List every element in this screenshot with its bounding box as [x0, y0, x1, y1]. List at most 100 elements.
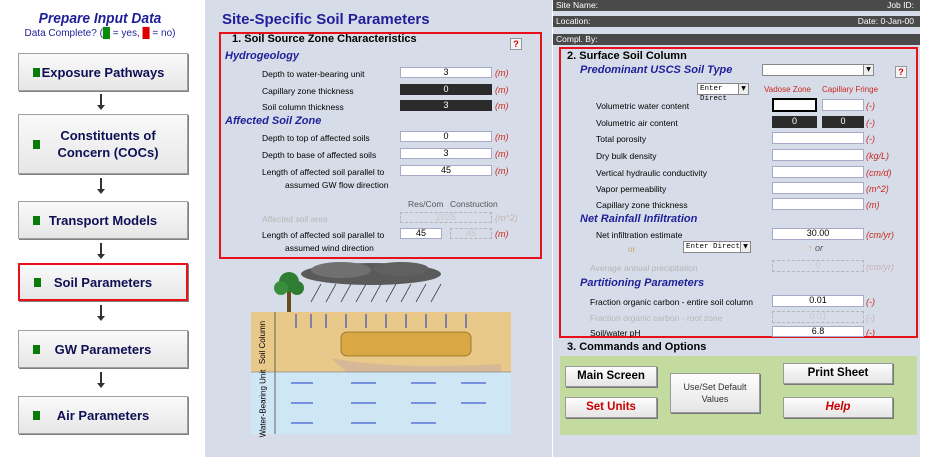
depth-top-label: Depth to top of affected soils	[262, 133, 370, 143]
enter-direct-select[interactable]: Enter Direct▼	[697, 83, 749, 103]
section1-help-button[interactable]: ?	[510, 38, 522, 50]
nav-label: Soil Parameters	[53, 274, 153, 290]
constituents-of-concern-button[interactable]: Constituents of Concern (COCs)	[18, 114, 188, 174]
depth-water-unit: (m)	[495, 68, 509, 78]
len-gw-input[interactable]: 45	[400, 165, 492, 176]
site-name-label: Site Name:	[556, 0, 599, 10]
section1-title: 1. Soil Source Zone Characteristics	[232, 33, 417, 45]
cap-zone-label: Capillary zone thickness	[262, 86, 354, 96]
infil-method-select[interactable]: Enter Direct▼	[683, 241, 751, 253]
gw-parameters-button[interactable]: GW Parameters	[18, 330, 188, 368]
or-label: or	[628, 245, 636, 254]
vol-water-fringe-input[interactable]	[822, 99, 864, 111]
set-units-button[interactable]: Set Units	[565, 397, 657, 418]
legend-yes-mark: █	[102, 28, 110, 39]
up-arrow-or: ↑ or	[808, 243, 823, 253]
soil-column-diagram-label: Soil Column	[258, 320, 268, 364]
location-label: Location:	[556, 16, 591, 26]
partitioning-heading: Partitioning Parameters	[580, 277, 705, 289]
vol-air-fringe-value: 0	[822, 116, 864, 128]
depth-top-input[interactable]: 0	[400, 131, 492, 142]
net-infil-unit: (cm/yr)	[866, 230, 894, 240]
affected-area-label: Affected soil area	[262, 214, 328, 224]
len-wind-label-2: assumed wind direction	[285, 243, 374, 253]
foc-soil-input[interactable]: 0.01	[772, 295, 864, 307]
soil-column-label: Soil column thickness	[262, 102, 344, 112]
vol-water-vadose-input[interactable]	[772, 98, 817, 112]
hydrogeology-heading: Hydrogeology	[225, 50, 299, 62]
ph-label: Soil/water pH	[590, 328, 641, 338]
total-porosity-input[interactable]	[772, 132, 864, 144]
transport-models-button[interactable]: Transport Models	[18, 201, 188, 239]
affected-area-value: 2025	[400, 212, 492, 223]
len-gw-unit: (m)	[495, 166, 509, 176]
nav-label: GW Parameters	[54, 341, 152, 357]
date-label: Date: 0-Jan-00	[857, 16, 914, 26]
net-infil-input[interactable]: 30.00	[772, 228, 864, 240]
section3-title: 3. Commands and Options	[567, 341, 707, 353]
net-rainfall-heading: Net Rainfall Infiltration	[580, 213, 698, 225]
avg-precip-value: 0	[772, 260, 864, 272]
soil-parameters-button[interactable]: Soil Parameters	[18, 263, 188, 301]
affected-area-unit: (m^2)	[495, 213, 518, 223]
compl-by-label: Compl. By:	[556, 34, 598, 44]
nav-label: Air Parameters	[56, 407, 150, 423]
bulk-density-unit: (kg/L)	[866, 151, 890, 161]
chevron-down-icon: ▼	[740, 242, 750, 252]
air-parameters-button[interactable]: Air Parameters	[18, 396, 188, 434]
infil-method-label: Enter Direct	[686, 243, 741, 251]
construction-column-header: Construction	[450, 199, 498, 209]
use-default-values-button[interactable]: Use/Set Default Values	[670, 373, 760, 413]
vol-air-unit: (-)	[866, 118, 875, 128]
exposure-pathways-button[interactable]: Exposure Pathways	[18, 53, 188, 91]
vol-air-vadose-value: 0	[772, 116, 817, 128]
total-porosity-unit: (-)	[866, 134, 875, 144]
flow-arrow	[97, 372, 105, 388]
bulk-density-input[interactable]	[772, 149, 864, 161]
foc-soil-unit: (-)	[866, 297, 875, 307]
depth-water-input[interactable]: 3	[400, 67, 492, 78]
depth-top-unit: (m)	[495, 132, 509, 142]
water-unit-diagram-label-box: Water-Bearing Unit	[253, 369, 273, 437]
status-indicator	[33, 68, 40, 77]
vapor-perm-unit: (m^2)	[866, 184, 889, 194]
ph-input[interactable]: 6.8	[772, 326, 864, 337]
cap-thick-input[interactable]	[772, 198, 864, 210]
soil-column-value: 3	[400, 100, 492, 111]
flow-arrow	[97, 94, 105, 110]
vapor-perm-input[interactable]	[772, 182, 864, 194]
page-title: Site-Specific Soil Parameters	[222, 11, 430, 28]
help-button[interactable]: Help	[783, 397, 893, 418]
sidebar: Prepare Input Data Data Complete? (█ = y…	[0, 0, 200, 457]
avg-precip-unit: (cm/yr)	[866, 262, 894, 272]
status-indicator	[33, 345, 40, 354]
hyd-cond-label: Vertical hydraulic conductivity	[596, 168, 708, 178]
cap-thick-unit: (m)	[866, 200, 880, 210]
main-screen-button[interactable]: Main Screen	[565, 366, 657, 387]
len-gw-label-2: assumed GW flow direction	[285, 180, 389, 190]
hyd-cond-input[interactable]	[772, 166, 864, 178]
bulk-density-label: Dry bulk density	[596, 151, 657, 161]
section2-title: 2. Surface Soil Column	[567, 50, 687, 62]
section2-help-button[interactable]: ?	[895, 66, 907, 78]
depth-water-label: Depth to water-bearing unit	[262, 69, 365, 79]
legend-yes: = yes,	[110, 28, 143, 39]
flow-arrow	[97, 305, 105, 321]
cap-zone-value: 0	[400, 84, 492, 95]
or-label-2: or	[815, 243, 824, 253]
nav-label: Transport Models	[48, 212, 158, 228]
uscs-soil-type-select[interactable]: ▼	[762, 64, 874, 76]
depth-base-input[interactable]: 3	[400, 148, 492, 159]
print-sheet-button[interactable]: Print Sheet	[783, 363, 893, 384]
flow-arrow	[97, 178, 105, 194]
vol-water-label: Volumetric water content	[596, 101, 690, 111]
rescom-column-header: Res/Com	[408, 199, 444, 209]
len-wind-construction-value: 45	[450, 228, 492, 239]
legend-no: = no)	[149, 28, 176, 39]
len-wind-input[interactable]: 45	[400, 228, 442, 239]
up-arrow-icon: ↑	[808, 243, 813, 253]
affected-soil-heading: Affected Soil Zone	[225, 115, 322, 127]
vol-water-unit: (-)	[866, 101, 875, 111]
uscs-heading: Predominant USCS Soil Type	[580, 64, 733, 76]
status-indicator	[34, 278, 41, 287]
